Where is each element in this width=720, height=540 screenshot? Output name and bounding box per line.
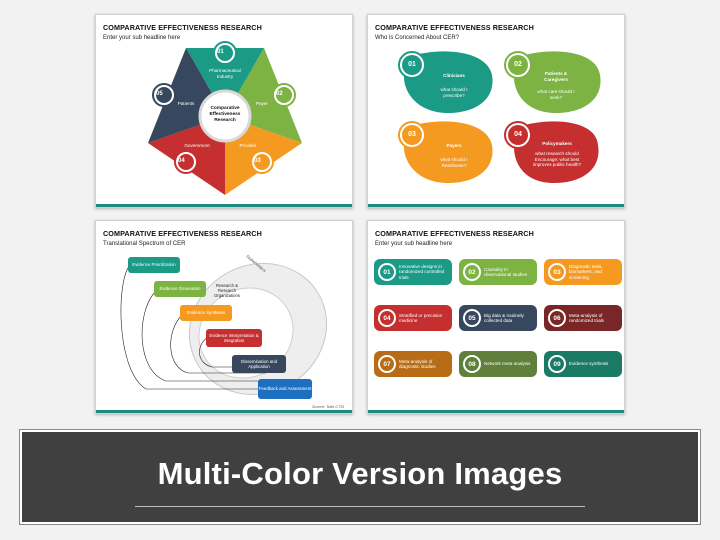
- slide-title: COMPARATIVE EFFECTIVENESS RESEARCH: [103, 229, 262, 238]
- slide-thumbnail-grid[interactable]: COMPARATIVE EFFECTIVENESS RESEARCH Enter…: [367, 220, 625, 414]
- step-evidence-generation: Evidence Generation: [154, 281, 206, 297]
- topic-number-badge: 02: [463, 263, 481, 281]
- badge-01: 01: [217, 49, 224, 55]
- slide-thumbnail-spectrum[interactable]: COMPARATIVE EFFECTIVENESS RESEARCH Trans…: [95, 220, 353, 414]
- blob-04: [514, 121, 599, 183]
- segment-01: [186, 48, 264, 116]
- badge-04: 04: [178, 158, 185, 164]
- topic-box: 02 Causality in observational studies: [459, 259, 537, 285]
- item-text-01: what should I prescribe?: [440, 87, 468, 98]
- ring-inner-label: Research & Research Organizations: [214, 283, 240, 299]
- topic-text: Causality in observational studies: [484, 266, 528, 278]
- item-title-01: Clinicians: [443, 73, 465, 78]
- topic-number-badge: 08: [463, 355, 481, 373]
- step-evidence-interpretation: Evidence Interpretation & Integration: [206, 329, 262, 347]
- slide-subtitle: Translational Spectrum of CER: [103, 241, 186, 247]
- topic-number: 05: [465, 311, 479, 325]
- segment-label-02: Payer: [255, 101, 268, 106]
- pentagon-diagram: [148, 41, 302, 195]
- blob-03: [404, 121, 493, 183]
- blob-02: [514, 51, 601, 113]
- topic-number: 08: [465, 357, 479, 371]
- topic-number: 04: [380, 311, 394, 325]
- badge-04: 04: [514, 131, 522, 138]
- topic-box: 04 Stratified or precision medicine: [374, 305, 452, 331]
- topic-number: 01: [380, 265, 394, 279]
- topic-box: 01 Innovative designs in randomized contr…: [374, 259, 452, 285]
- topic-number-badge: 09: [548, 355, 566, 373]
- segment-label-05: Patients: [177, 101, 195, 106]
- item-title-03: Payers: [446, 143, 462, 148]
- topic-box: 05 Big data & routinely collected data: [459, 305, 537, 331]
- center-circle: [198, 89, 252, 143]
- topic-number: 06: [550, 311, 564, 325]
- blob-01: [404, 51, 493, 113]
- item-text-02: what care should I seek?: [537, 89, 575, 100]
- badge-02: 02: [514, 61, 522, 68]
- topic-text: Meta-analysis of randomized trials: [569, 312, 604, 324]
- slide-title: COMPARATIVE EFFECTIVENESS RESEARCH: [103, 23, 262, 32]
- topic-box: 09 Evidence synthesis: [544, 351, 622, 377]
- topic-number-badge: 05: [463, 309, 481, 327]
- step-dissemination: Dissemination and Application: [232, 355, 286, 373]
- topic-text: Stratified or precision medicine: [399, 312, 443, 324]
- topic-text: Meta-analysis of diagnostic studies: [399, 358, 436, 370]
- topic-text: Diagnostic tests, biomarkers, and screen…: [569, 263, 603, 280]
- slide-title: COMPARATIVE EFFECTIVENESS RESEARCH: [375, 23, 534, 32]
- topic-box: 08 Network meta-analysis: [459, 351, 537, 377]
- step-evidence-prioritization: Evidence Prioritization: [128, 257, 180, 273]
- topic-number-badge: 06: [548, 309, 566, 327]
- topic-text: Innovative designs in randomized control…: [399, 263, 445, 280]
- banner: Multi-Color Version Images: [20, 430, 700, 524]
- slide-subtitle: Enter your sub headline here: [375, 241, 453, 247]
- topic-number-badge: 04: [378, 309, 396, 327]
- topic-number: 02: [465, 265, 479, 279]
- item-text-04: what research should Encourage; what bes…: [532, 151, 582, 167]
- topic-text: Evidence synthesis: [569, 361, 609, 367]
- topic-number: 07: [380, 357, 394, 371]
- number-badges: [152, 41, 296, 174]
- slide-subtitle: Who is Concerned About CER?: [375, 35, 460, 41]
- blob-diagram: [398, 51, 601, 183]
- topic-number-badge: 01: [378, 263, 396, 281]
- badge-01: 01: [408, 61, 416, 68]
- segment-label-03: Provider: [239, 143, 257, 148]
- banner-title: Multi-Color Version Images: [157, 456, 563, 491]
- slide-subtitle: Enter your sub headline here: [103, 35, 181, 41]
- badge-03: 03: [254, 158, 261, 164]
- item-title-04: Policymakers: [542, 141, 572, 146]
- banner-underline: [135, 506, 585, 507]
- badge-05: 05: [156, 91, 163, 97]
- badge-02: 02: [276, 91, 283, 97]
- topic-number-badge: 07: [378, 355, 396, 373]
- topic-number-badge: 03: [548, 263, 566, 281]
- segment-label-01: Pharmaceutical Industry: [209, 68, 241, 79]
- topic-box: 03 Diagnostic tests, biomarkers, and scre…: [544, 259, 622, 285]
- source-note: Source: Tufts CTSI: [312, 405, 345, 409]
- item-text-03: what should I Reimburse?: [440, 157, 468, 168]
- slide-thumbnail-pentagon[interactable]: COMPARATIVE EFFECTIVENESS RESEARCH Enter…: [95, 14, 353, 208]
- topic-number: 03: [550, 265, 564, 279]
- badge-03: 03: [408, 131, 416, 138]
- slide-thumbnail-concerned[interactable]: COMPARATIVE EFFECTIVENESS RESEARCH Who i…: [367, 14, 625, 208]
- item-title-02: Patients & Caregivers: [544, 71, 568, 82]
- topic-text: Big data & routinely collected data: [484, 312, 524, 324]
- topic-number: 09: [550, 357, 564, 371]
- slide-title: COMPARATIVE EFFECTIVENESS RESEARCH: [375, 229, 534, 238]
- topic-box: 06 Meta-analysis of randomized trials: [544, 305, 622, 331]
- step-feedback: Feedback and Assessment: [258, 379, 312, 399]
- topic-text: Network meta-analysis: [484, 361, 531, 367]
- center-label: Comparative Effectiveness Research: [209, 106, 241, 123]
- step-evidence-synthesis: Evidence Synthesis: [180, 305, 232, 321]
- segment-label-04: Government: [184, 143, 210, 148]
- topic-box: 07 Meta-analysis of diagnostic studies: [374, 351, 452, 377]
